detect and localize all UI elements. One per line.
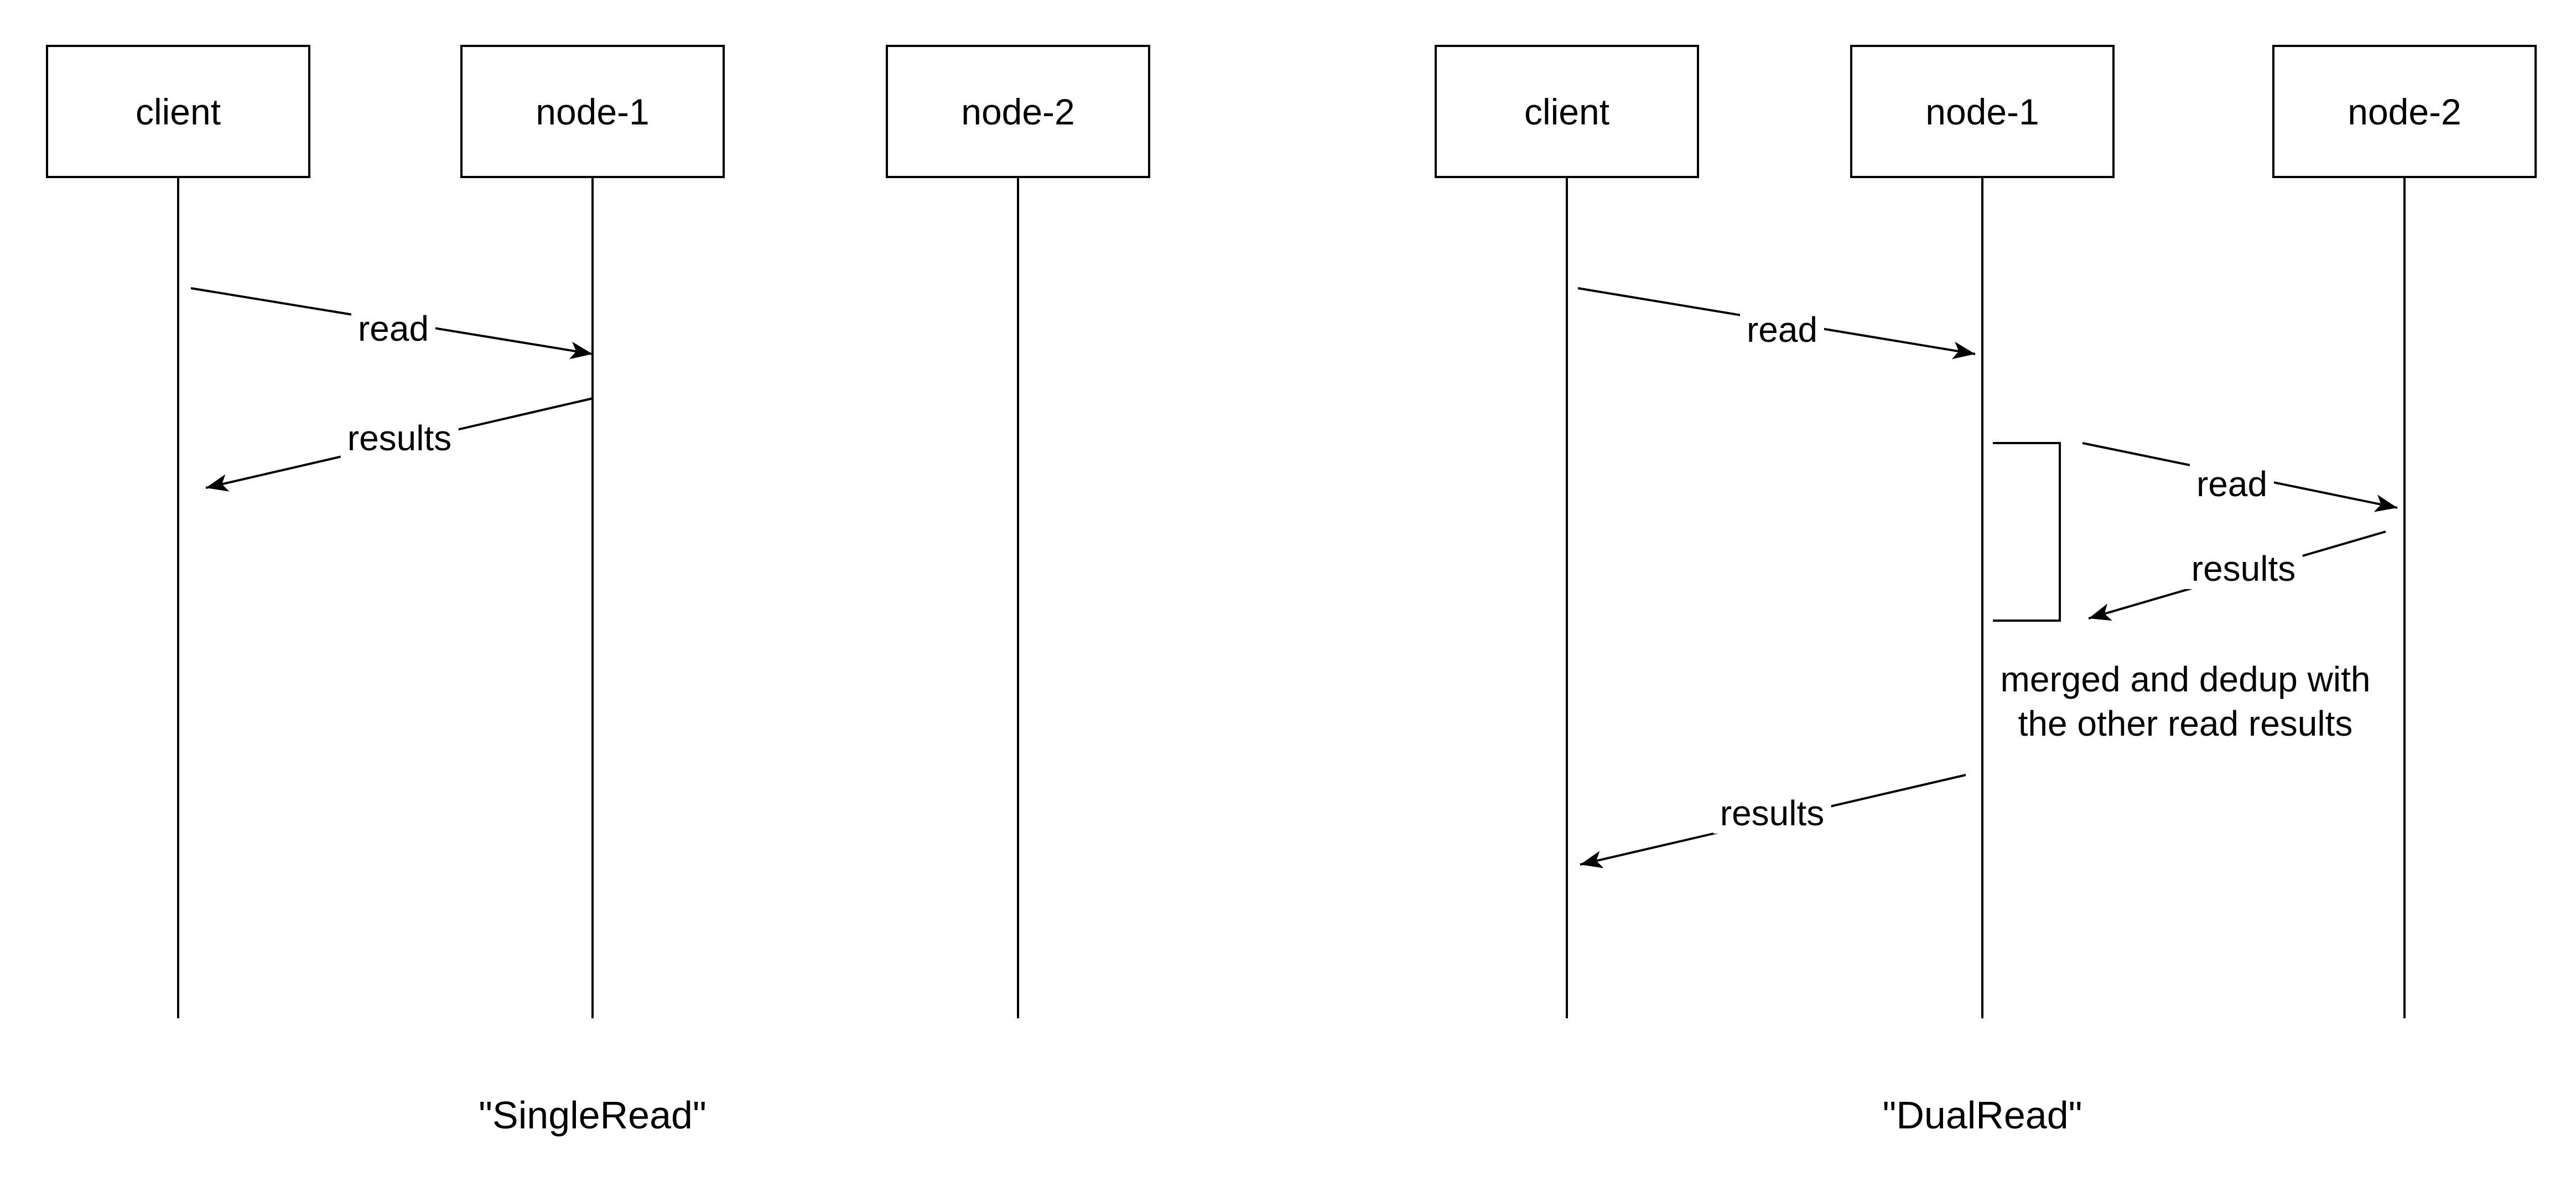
message-label-dualread-read-1: read xyxy=(1739,309,1825,350)
actor-label: client xyxy=(135,91,221,132)
actor-box-singleread-node-1: node-1 xyxy=(460,45,725,178)
message-label-singleread-read: read xyxy=(351,308,436,349)
note-line: merged and dedup with xyxy=(2000,659,2371,699)
note-line: the other read results xyxy=(2018,704,2353,743)
actor-label: node-1 xyxy=(1925,91,2039,132)
message-label-dualread-results-2: results xyxy=(1713,793,1831,834)
actor-box-singleread-client: client xyxy=(46,45,310,178)
actor-box-singleread-node-2: node-2 xyxy=(886,45,1150,178)
actor-box-dualread-node-2: node-2 xyxy=(2272,45,2537,178)
caption-singleread: "SingleRead" xyxy=(479,1094,707,1137)
activation-bracket-node-1 xyxy=(1993,442,2061,622)
actor-box-dualread-client: client xyxy=(1435,45,1699,178)
caption-dualread: "DualRead" xyxy=(1882,1094,2082,1137)
actor-label: client xyxy=(1524,91,1610,132)
actor-box-dualread-node-1: node-1 xyxy=(1850,45,2115,178)
message-label-dualread-results-1: results xyxy=(2184,548,2303,589)
note-merged-dedup: merged and dedup with the other read res… xyxy=(2001,657,2371,746)
message-label-dualread-read-2: read xyxy=(2189,464,2274,504)
actor-label: node-1 xyxy=(536,91,650,132)
message-label-singleread-results: results xyxy=(340,418,459,459)
actor-label: node-2 xyxy=(961,91,1075,132)
actor-label: node-2 xyxy=(2348,91,2461,132)
